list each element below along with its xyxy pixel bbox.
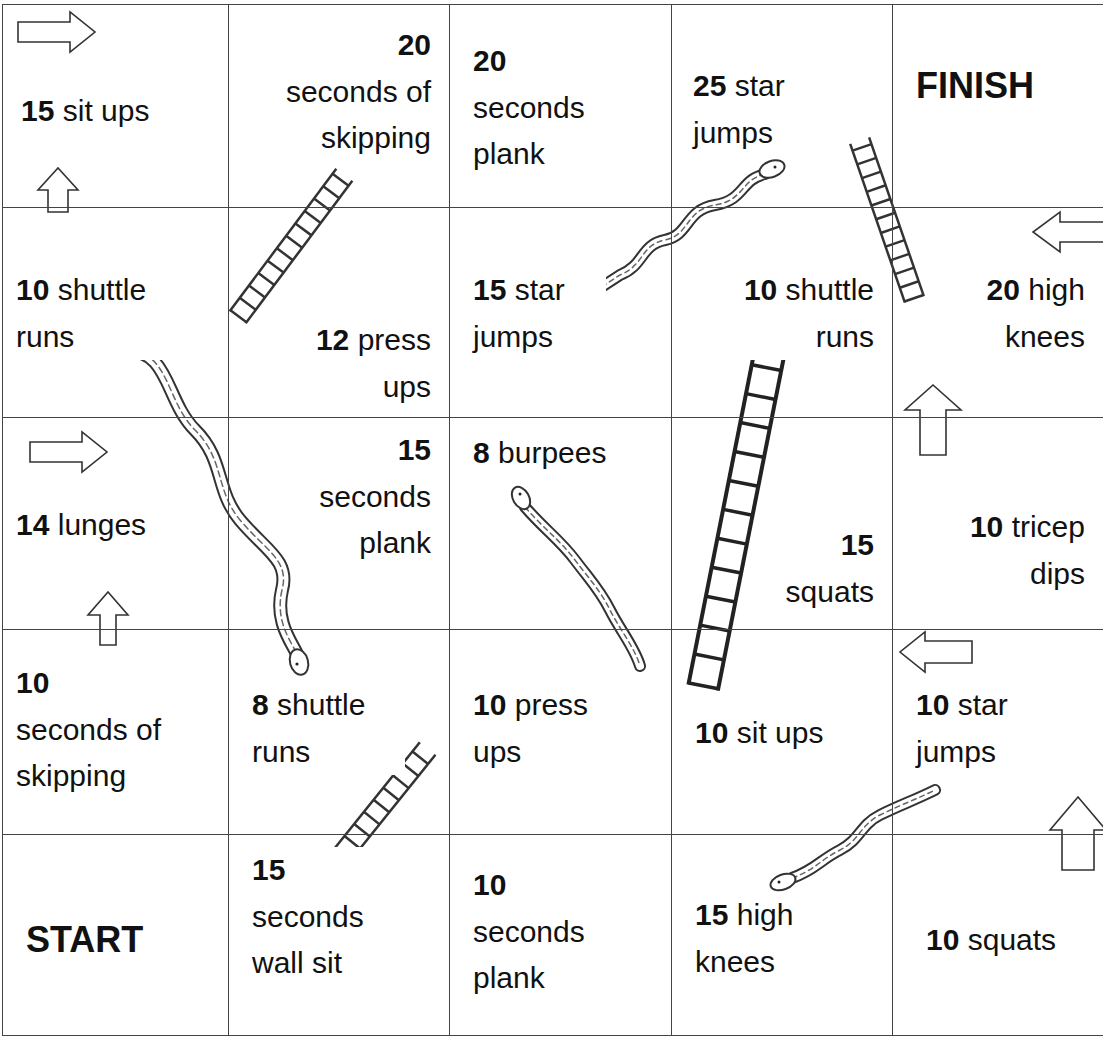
square-text: 10 press ups (470, 682, 616, 775)
direction-arrow (900, 632, 972, 672)
board-square: 20 high knees (893, 208, 1103, 418)
square-text: START (23, 912, 146, 968)
board-square: 10 shuttle runs (672, 208, 893, 418)
square-text: 20 seconds plank (470, 38, 606, 178)
square-text: FINISH (913, 58, 1037, 114)
board-square: 10 squats (893, 835, 1103, 1036)
square-text: 10 star jumps (913, 682, 1049, 775)
square-text: 8 burpees (470, 430, 609, 477)
square-text: 15 squats (761, 522, 877, 615)
direction-arrow (38, 168, 78, 212)
board-square: 15 squats (672, 418, 893, 630)
board-square: 10 press ups (450, 630, 672, 835)
square-text: 15 high knees (692, 892, 828, 985)
board-square: 10 tricep dips (893, 418, 1103, 630)
board-square: 14 lunges (2, 418, 229, 630)
square-text: 10 shuttle runs (13, 267, 179, 360)
board-square: 10 seconds plank (450, 835, 672, 1036)
ladder (230, 169, 353, 324)
square-text: 15 star jumps (470, 267, 606, 360)
board-square: 20 seconds of skipping (229, 4, 450, 208)
board-square: 10 shuttle runs (2, 208, 229, 418)
board-square: 15 seconds plank (229, 418, 450, 630)
square-text: 15 seconds wall sit (249, 847, 385, 987)
ladder (688, 337, 786, 690)
snake (768, 790, 935, 893)
square-text: 15 seconds plank (298, 427, 434, 567)
square-text: 10 tricep dips (912, 504, 1088, 597)
square-text: 12 press ups (288, 317, 434, 410)
board-square: 15 seconds wall sit (229, 835, 450, 1036)
square-text: 10 seconds plank (470, 862, 606, 1002)
board-square: 25 star jumps (672, 4, 893, 208)
board-square: 10 sit ups (672, 630, 893, 835)
board-square: 20 seconds plank (450, 4, 672, 208)
direction-arrow (88, 592, 128, 645)
board-square: 15 high knees (672, 835, 893, 1036)
square-text: 10 seconds of skipping (13, 660, 169, 800)
square-text: 14 lunges (13, 502, 149, 549)
square-text: 10 squats (923, 917, 1059, 964)
direction-arrow (18, 12, 95, 52)
board-square: 8 shuttle runs (229, 630, 450, 835)
direction-arrow (1033, 212, 1103, 252)
board-square: START (2, 835, 229, 1036)
snake (508, 484, 640, 666)
square-text: 15 sit ups (18, 88, 152, 135)
board-square: 10 star jumps (893, 630, 1103, 835)
snake (125, 350, 311, 677)
board-square: FINISH (893, 4, 1103, 208)
board-square: 8 burpees (450, 418, 672, 630)
board-square: 12 press ups (229, 208, 450, 418)
board-square: 15 sit ups (2, 4, 229, 208)
board-square: 15 star jumps (450, 208, 672, 418)
square-text: 20 high knees (942, 267, 1088, 360)
direction-arrow (1050, 797, 1103, 870)
square-text: 20 seconds of skipping (278, 22, 434, 162)
direction-arrow (30, 432, 107, 472)
board-square: 10 seconds of skipping (2, 630, 229, 835)
square-text: 8 shuttle runs (249, 682, 405, 775)
square-text: 10 sit ups (692, 710, 826, 757)
square-text: 10 shuttle runs (711, 267, 877, 360)
square-text: 25 star jumps (690, 63, 826, 156)
direction-arrow (905, 385, 961, 455)
